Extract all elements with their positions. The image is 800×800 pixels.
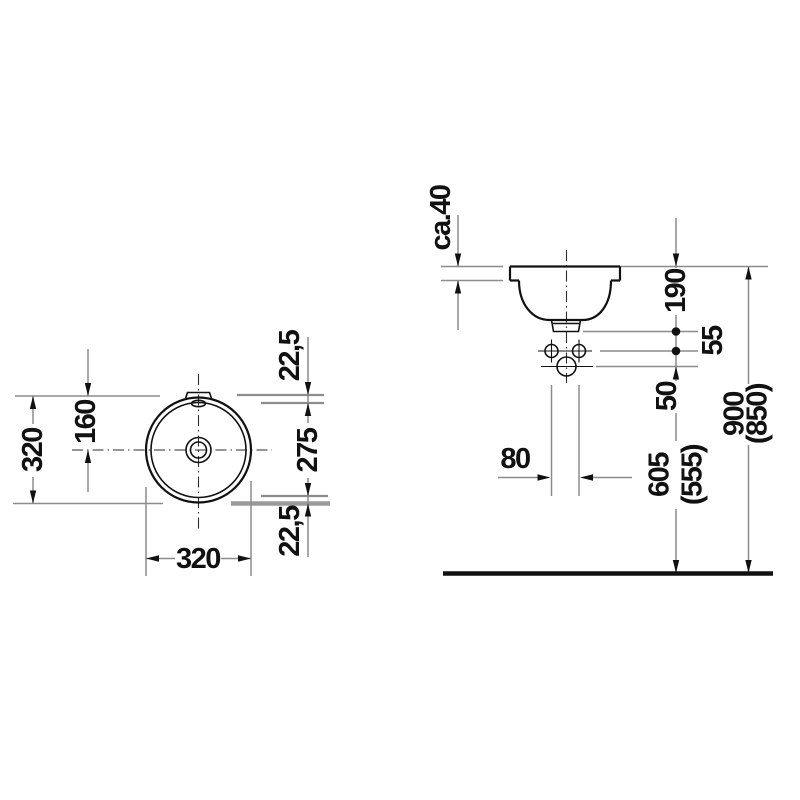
dim-label-total-height-alt: (850)	[742, 383, 774, 444]
arrow-up-icon	[304, 503, 312, 517]
arrow-up-icon	[454, 280, 462, 294]
arrow-down-icon	[304, 382, 312, 395]
arrow-down-icon	[672, 253, 680, 267]
tap-hole-left	[544, 343, 559, 359]
arrow-up-icon	[84, 450, 92, 463]
dim-label-height-left: 320	[17, 428, 49, 472]
label-mask	[175, 546, 221, 572]
arrow-left-icon	[580, 474, 593, 481]
label-mask	[721, 384, 776, 445]
label-mask	[18, 424, 48, 477]
label-mask	[643, 441, 709, 509]
chain-dot	[671, 327, 681, 336]
dim-label-total-height: 900	[719, 392, 751, 436]
arrow-down-icon	[745, 560, 752, 573]
arrow-up-icon	[29, 396, 37, 409]
dim-label-edge-top: 22,5	[274, 329, 306, 381]
arrow-up-icon	[745, 266, 752, 280]
dim-label-width-bottom: 320	[176, 543, 220, 575]
arrow-right-icon	[537, 474, 551, 481]
label-mask	[652, 381, 682, 413]
label-mask	[661, 268, 691, 315]
basin-inner-rim	[150, 401, 247, 499]
tap-block	[184, 391, 213, 399]
arrow-down-icon	[454, 253, 462, 267]
basin-outer-rim	[144, 396, 253, 504]
drain-outer	[185, 436, 212, 464]
overflow-hole	[190, 399, 207, 408]
arrow-down-icon	[672, 560, 680, 573]
dim-label-rim-thickness: ca.40	[425, 185, 457, 250]
outlet-hole	[556, 356, 577, 377]
arrow-right-icon	[238, 555, 251, 562]
dim-label-outlet-height: 605	[644, 452, 676, 497]
dim-label-hole-span: 275	[292, 427, 324, 472]
dim-label-tap-outlet-gap: 50	[651, 382, 683, 412]
arrow-left-icon	[146, 555, 159, 562]
tap-hole-right	[571, 343, 587, 359]
arrow-down-icon	[304, 483, 312, 496]
dim-label-center-offset: 160	[70, 400, 102, 444]
label-mask	[293, 423, 323, 478]
arrow-up-icon	[304, 403, 312, 416]
dim-label-basin-depth: 190	[660, 269, 692, 313]
side-view: ca.40 190 55 50 80 605 (555) 900 (850)	[425, 185, 776, 576]
dim-label-outlet-height-alt: (555)	[677, 444, 709, 505]
bowl-profile	[517, 280, 613, 322]
dim-label-drain-tap-gap: 55	[697, 325, 729, 356]
drain-inner	[189, 441, 208, 459]
dim-label-edge-bottom: 22,5	[274, 505, 306, 557]
dim-label-pipe-spacing: 80	[500, 443, 530, 475]
arrow-down-icon	[84, 383, 92, 396]
chain-dot	[671, 346, 681, 356]
top-view: 320 160 22,5 275 22,5 320	[13, 329, 330, 576]
arrow-down-icon	[29, 490, 37, 504]
drain-stub	[550, 319, 582, 333]
arrow-up-icon	[672, 366, 680, 380]
